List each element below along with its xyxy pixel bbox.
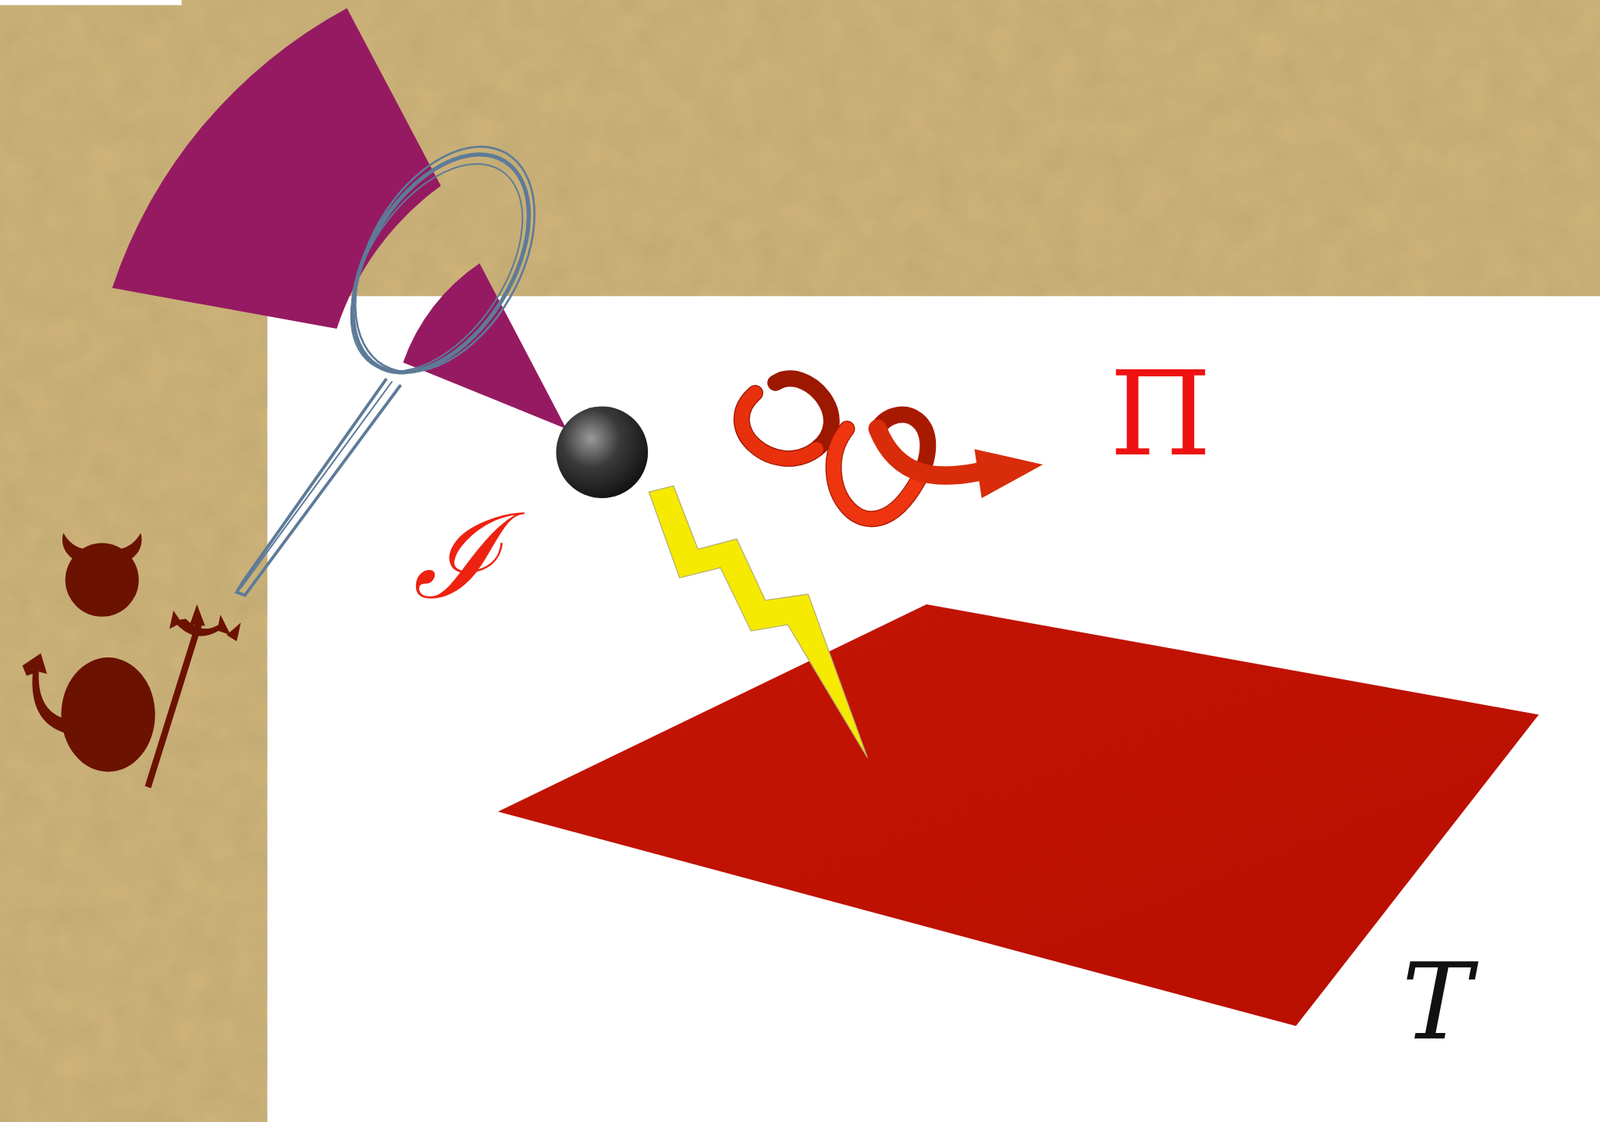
information-symbol: ℐ xyxy=(412,497,500,616)
magnifying-glass xyxy=(236,115,572,595)
work-symbol: Π xyxy=(1109,355,1213,473)
reservoir-plate xyxy=(497,604,1540,1026)
work-ribbon xyxy=(741,378,1043,520)
temperature-symbol: T xyxy=(1401,949,1472,1055)
demon-silhouette xyxy=(22,533,242,789)
particle xyxy=(556,405,649,498)
magnified-cone xyxy=(112,7,441,329)
measurement-cone xyxy=(402,263,566,429)
lightning-bolt xyxy=(649,485,868,758)
